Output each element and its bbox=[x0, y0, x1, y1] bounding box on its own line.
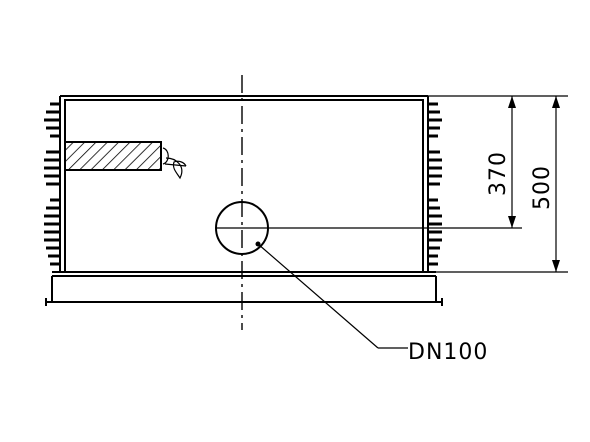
dimension-370-label: 370 bbox=[486, 151, 511, 196]
callout-dn100-label: DN100 bbox=[408, 340, 488, 365]
dimension-extension-lines bbox=[428, 95, 568, 273]
right-ribs bbox=[428, 102, 442, 266]
callout-leader bbox=[255, 241, 408, 349]
dimension-370 bbox=[508, 96, 516, 228]
dimension-500 bbox=[552, 96, 560, 272]
dimension-500-label: 500 bbox=[530, 165, 555, 210]
chamber-body bbox=[45, 95, 443, 306]
side-inlet-section bbox=[64, 141, 187, 180]
left-ribs bbox=[44, 102, 60, 266]
